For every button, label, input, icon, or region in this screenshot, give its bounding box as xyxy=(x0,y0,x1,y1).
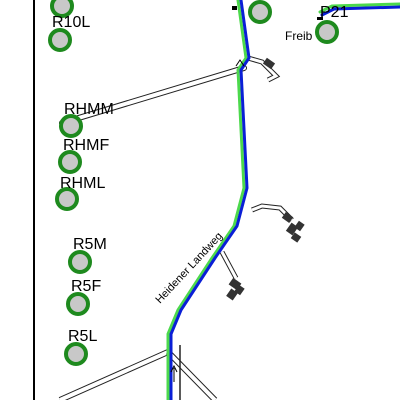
stop-label-rhml: RHML xyxy=(60,175,105,192)
stops-layer: R10L RHMM RHMF RHML R5M R5F R5L P21 xyxy=(48,0,349,366)
stop-r5f-stop-marker[interactable] xyxy=(66,292,90,316)
stop-label-p21: P21 xyxy=(320,4,349,21)
building-shape xyxy=(281,212,294,223)
stop-rhml-stop-marker[interactable] xyxy=(55,187,79,211)
building-shape xyxy=(290,232,302,243)
buildings xyxy=(226,57,305,301)
stop-r10l-stop-marker[interactable] xyxy=(48,28,72,52)
building-shape xyxy=(234,284,245,296)
building-shape xyxy=(294,220,305,232)
stop-label-r5l: R5L xyxy=(68,328,97,345)
route-blue-line[interactable] xyxy=(169,0,251,400)
side-road-north xyxy=(59,65,247,126)
side-road-lower xyxy=(219,250,239,280)
side-road-stub xyxy=(247,55,281,83)
stop-rhmf-stop-marker[interactable] xyxy=(58,150,82,174)
route-blue-branch[interactable] xyxy=(320,5,400,17)
route-arrow-icon xyxy=(235,59,245,67)
stop-label-r5f: R5F xyxy=(71,278,101,295)
top-center-stop-stop-marker[interactable] xyxy=(248,0,272,24)
top-left-stop-stop-marker[interactable] xyxy=(50,0,74,18)
place-label: Freib xyxy=(285,29,313,43)
stop-label-rhmf: RHMF xyxy=(63,137,109,154)
route-line[interactable] xyxy=(166,0,400,400)
stop-r5m-stop-marker[interactable] xyxy=(68,250,92,274)
map-marker xyxy=(317,17,323,20)
building-shape xyxy=(262,57,276,70)
one-way-arrow-icon xyxy=(170,364,178,382)
route-green-branch[interactable] xyxy=(318,2,400,14)
stop-label-rhmm: RHMM xyxy=(64,101,114,118)
building-shape xyxy=(285,222,299,236)
map-marker xyxy=(232,6,237,10)
stop-label-r10l: R10L xyxy=(52,14,90,31)
stop-label-r5m: R5M xyxy=(73,236,107,253)
stop-r5l-stop-marker[interactable] xyxy=(64,342,88,366)
route-green-line[interactable] xyxy=(166,0,248,400)
stop-rhmm-stop-marker[interactable] xyxy=(59,114,83,138)
stop-p21-stop-marker[interactable] xyxy=(315,20,339,44)
